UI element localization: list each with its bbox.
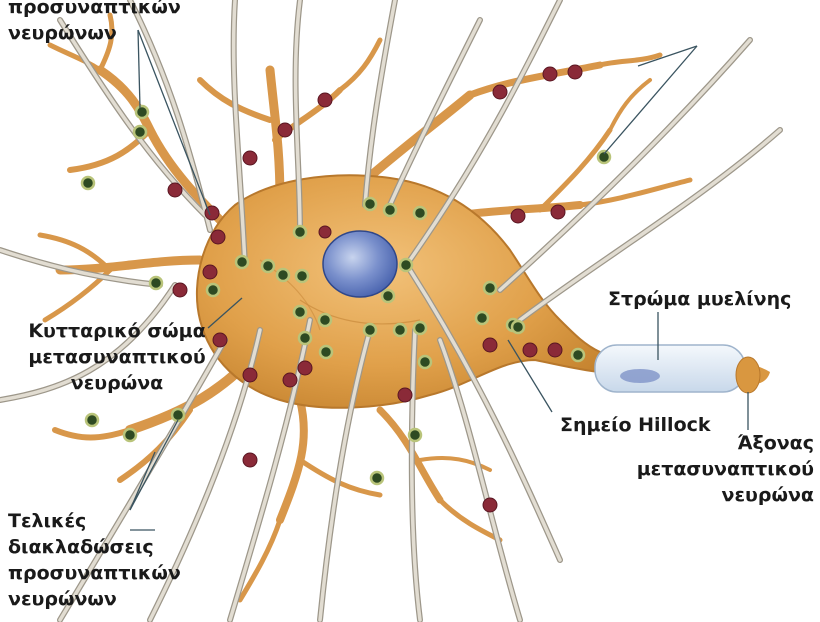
presynaptic-bottom-line1: Τελικές <box>8 508 181 534</box>
myelin-label: Στρώμα μυελίνης <box>608 286 791 312</box>
cell-body-line1: Κυτταρικό σώμα <box>22 318 212 344</box>
nucleus <box>323 231 397 297</box>
cell-body-line3: νευρώνα <box>22 370 212 396</box>
presynaptic-top-line2: νευρώνων <box>8 20 181 46</box>
axon-label: Άξονας μετασυναπτικού νευρώνα <box>618 430 814 508</box>
presynaptic-bottom-line4: νευρώνων <box>8 586 181 612</box>
schwann-nucleus <box>620 369 660 383</box>
axon-line1: Άξονας <box>618 430 814 456</box>
cell-body-label: Κυτταρικό σώμα μετασυναπτικού νευρώνα <box>22 318 212 396</box>
presynaptic-bottom-line2: διακλαδώσεις <box>8 534 181 560</box>
cell-body-line2: μετασυναπτικού <box>22 344 212 370</box>
presynaptic-top-line1: προσυναπτικών <box>8 0 181 20</box>
presynaptic-bottom-line3: προσυναπτικών <box>8 560 181 586</box>
axon-line2: μετασυναπτικού <box>618 456 814 482</box>
presynaptic-bottom-label: Τελικές διακλαδώσεις προσυναπτικών νευρώ… <box>8 508 181 612</box>
presynaptic-top-label: προσυναπτικών νευρώνων <box>8 0 181 46</box>
axon-line3: νευρώνα <box>618 482 814 508</box>
myelin-sheath <box>595 345 745 392</box>
